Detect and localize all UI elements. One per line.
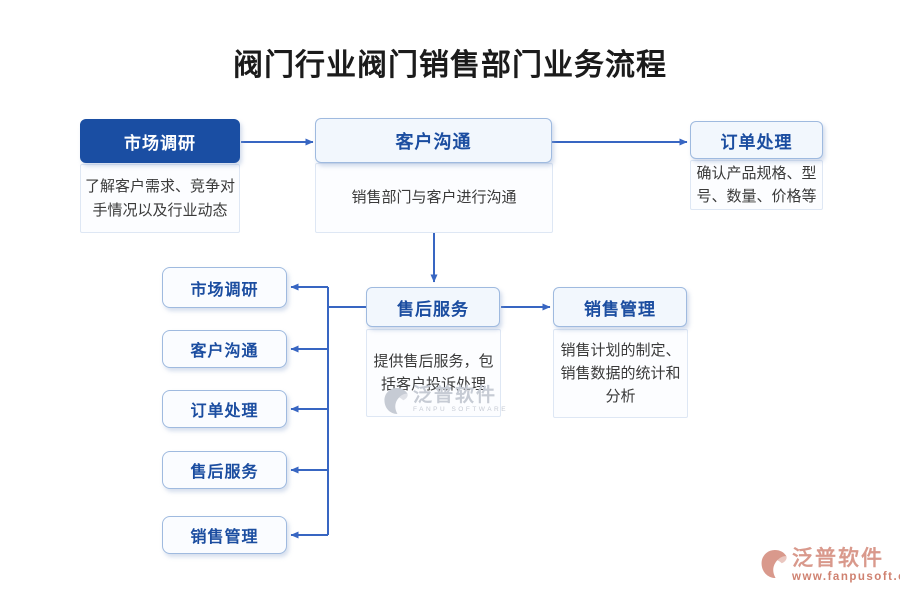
list-item-customer-communication-label: 客户沟通 <box>190 343 259 360</box>
list-item-market-research-label: 市场调研 <box>190 281 259 299</box>
list-item-order-processing-label: 订单处理 <box>190 403 259 420</box>
node-customer-communication: 客户沟通 <box>315 118 552 163</box>
watermark-corner-name: 泛普软件 <box>792 547 884 570</box>
node-market-research-desc: 了解客户需求、竞争对手情况以及行业动态 <box>80 164 240 233</box>
node-market-research: 市场调研 <box>80 119 240 163</box>
node-sales-management: 销售管理 <box>553 287 687 327</box>
node-after-sales-service-label: 售后服务 <box>397 299 469 319</box>
node-after-sales-service: 售后服务 <box>366 287 500 327</box>
node-market-research-label: 市场调研 <box>124 133 196 153</box>
node-sales-management-desc: 销售计划的制定、销售数据的统计和分析 <box>553 329 688 418</box>
node-customer-communication-label: 客户沟通 <box>395 131 472 152</box>
list-item-after-sales-service-label: 售后服务 <box>190 464 259 481</box>
list-item-customer-communication: 客户沟通 <box>162 330 287 368</box>
list-item-sales-management-label: 销售管理 <box>190 529 259 546</box>
node-sales-management-label: 销售管理 <box>584 299 656 319</box>
watermark-center: 泛普软件 FANPU SOFTWARE <box>383 386 508 416</box>
list-item-sales-management: 销售管理 <box>162 516 287 554</box>
diagram-title: 阀门行业阀门销售部门业务流程 <box>233 49 667 82</box>
fanpu-logo-icon <box>384 388 408 414</box>
watermark-corner-url: www.fanpusoft.com <box>792 571 900 583</box>
list-item-market-research: 市场调研 <box>162 267 287 308</box>
watermark-corner: 泛普软件 www.fanpusoft.com <box>760 548 900 584</box>
list-item-after-sales-service: 售后服务 <box>162 451 287 489</box>
node-order-processing-desc: 确认产品规格、型号、数量、价格等 <box>690 160 823 210</box>
watermark-center-subtitle: FANPU SOFTWARE <box>413 406 509 413</box>
list-item-order-processing: 订单处理 <box>162 390 287 428</box>
watermark-center-name: 泛普软件 <box>413 385 498 406</box>
node-customer-communication-desc: 销售部门与客户进行沟通 <box>315 163 553 233</box>
node-order-processing-label: 订单处理 <box>720 132 793 152</box>
fanpu-logo-icon <box>761 550 787 578</box>
node-order-processing: 订单处理 <box>690 121 823 159</box>
